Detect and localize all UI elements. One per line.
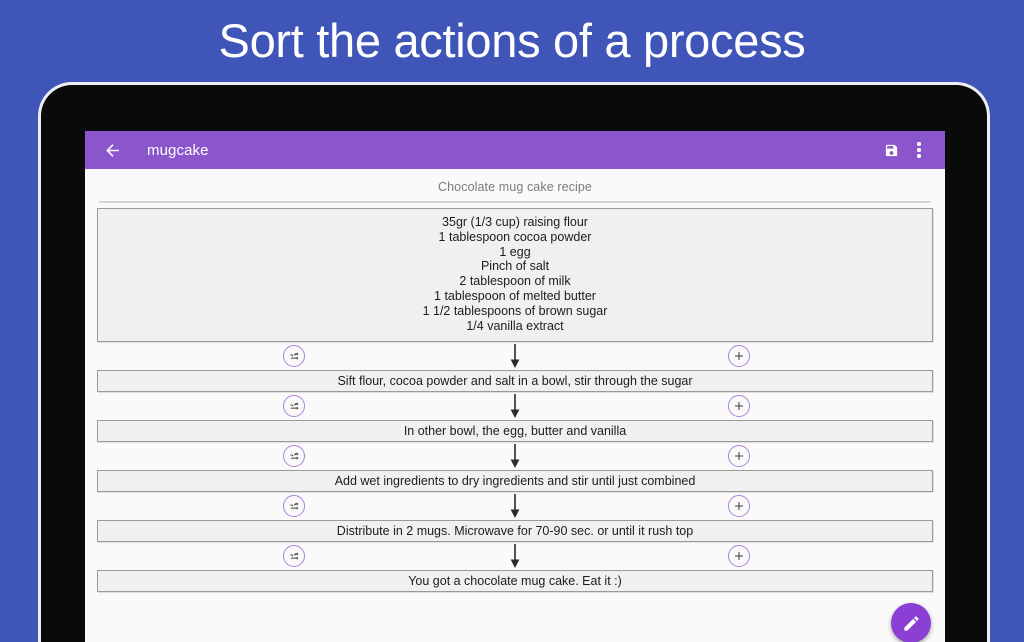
arrow-down-icon bbox=[510, 494, 520, 519]
recipe-content: Chocolate mug cake recipe 35gr (1/3 cup)… bbox=[85, 169, 945, 642]
ingredient-line: 1 1/2 tablespoons of brown sugar bbox=[422, 303, 608, 318]
page-title: Sort the actions of a process bbox=[218, 14, 806, 67]
plus-icon bbox=[735, 452, 743, 461]
arrow-back-icon bbox=[105, 143, 119, 157]
save-button[interactable] bbox=[877, 136, 905, 164]
ingredient-line: 2 tablespoon of milk bbox=[459, 274, 571, 289]
step-text: In other bowl, the egg, butter and vanil… bbox=[403, 424, 627, 439]
plus-icon bbox=[735, 402, 743, 411]
shuffle-icon bbox=[289, 402, 298, 410]
ingredient-line: Pinch of salt bbox=[480, 259, 550, 274]
plus-icon bbox=[735, 502, 743, 511]
ingredients-card[interactable]: 35gr (1/3 cup) raising flour 1 tablespoo… bbox=[97, 208, 933, 343]
shuffle-icon bbox=[289, 352, 298, 360]
add-step-button[interactable] bbox=[728, 445, 750, 468]
step-item[interactable]: You got a chocolate mug cake. Eat it :) bbox=[97, 570, 933, 593]
connector-row bbox=[97, 492, 933, 520]
ingredient-line: 1 egg bbox=[499, 244, 531, 259]
connector-row bbox=[97, 542, 933, 570]
save-floppy-icon bbox=[885, 144, 897, 156]
step-item[interactable]: In other bowl, the egg, butter and vanil… bbox=[97, 420, 933, 443]
shuffle-button[interactable] bbox=[283, 445, 305, 468]
step-text: Add wet ingredients to dry ingredients a… bbox=[334, 474, 696, 489]
shuffle-icon bbox=[289, 552, 298, 560]
app-title: mugcake bbox=[147, 141, 209, 159]
step-text: Sift flour, cocoa powder and salt in a b… bbox=[337, 374, 693, 389]
add-step-button[interactable] bbox=[728, 345, 750, 368]
shuffle-button[interactable] bbox=[283, 545, 305, 568]
connector-row bbox=[97, 442, 933, 470]
arrow-down-icon bbox=[510, 544, 520, 569]
shuffle-button[interactable] bbox=[283, 345, 305, 368]
edit-fab-button[interactable] bbox=[891, 603, 931, 642]
step-text: Distribute in 2 mugs. Microwave for 70-9… bbox=[336, 524, 694, 539]
step-item[interactable]: Sift flour, cocoa powder and salt in a b… bbox=[97, 370, 933, 393]
shuffle-icon bbox=[289, 452, 298, 460]
more-vertical-icon bbox=[917, 142, 921, 158]
plus-icon bbox=[735, 352, 743, 361]
add-step-button[interactable] bbox=[728, 495, 750, 518]
title-divider bbox=[99, 201, 931, 203]
arrow-down-icon bbox=[510, 394, 520, 419]
app-toolbar: mugcake bbox=[85, 131, 945, 169]
shuffle-button[interactable] bbox=[283, 395, 305, 418]
edit-pencil-icon bbox=[903, 615, 919, 631]
connector-row bbox=[97, 392, 933, 420]
plus-icon bbox=[735, 552, 743, 561]
ingredient-line: 1/4 vanilla extract bbox=[466, 318, 564, 333]
back-button[interactable] bbox=[99, 137, 125, 163]
tablet-device-frame: mugcake Chocolate mug cake recipe 35gr (… bbox=[38, 82, 990, 642]
arrow-down-icon bbox=[510, 444, 520, 469]
ingredient-line: 35gr (1/3 cup) raising flour bbox=[442, 215, 588, 229]
connector-row bbox=[97, 342, 933, 370]
step-text: You got a chocolate mug cake. Eat it :) bbox=[408, 574, 622, 589]
shuffle-icon bbox=[289, 502, 298, 510]
recipe-title: Chocolate mug cake recipe bbox=[438, 180, 592, 194]
arrow-down-icon bbox=[510, 344, 520, 369]
ingredient-line: 1 tablespoon of melted butter bbox=[434, 288, 596, 303]
add-step-button[interactable] bbox=[728, 395, 750, 418]
step-item[interactable]: Add wet ingredients to dry ingredients a… bbox=[97, 470, 933, 493]
step-item[interactable]: Distribute in 2 mugs. Microwave for 70-9… bbox=[97, 520, 933, 543]
add-step-button[interactable] bbox=[728, 545, 750, 568]
shuffle-button[interactable] bbox=[283, 495, 305, 518]
overflow-menu-button[interactable] bbox=[905, 136, 933, 164]
tablet-screen: mugcake Chocolate mug cake recipe 35gr (… bbox=[85, 131, 945, 642]
ingredient-line: 1 tablespoon cocoa powder bbox=[438, 229, 592, 244]
